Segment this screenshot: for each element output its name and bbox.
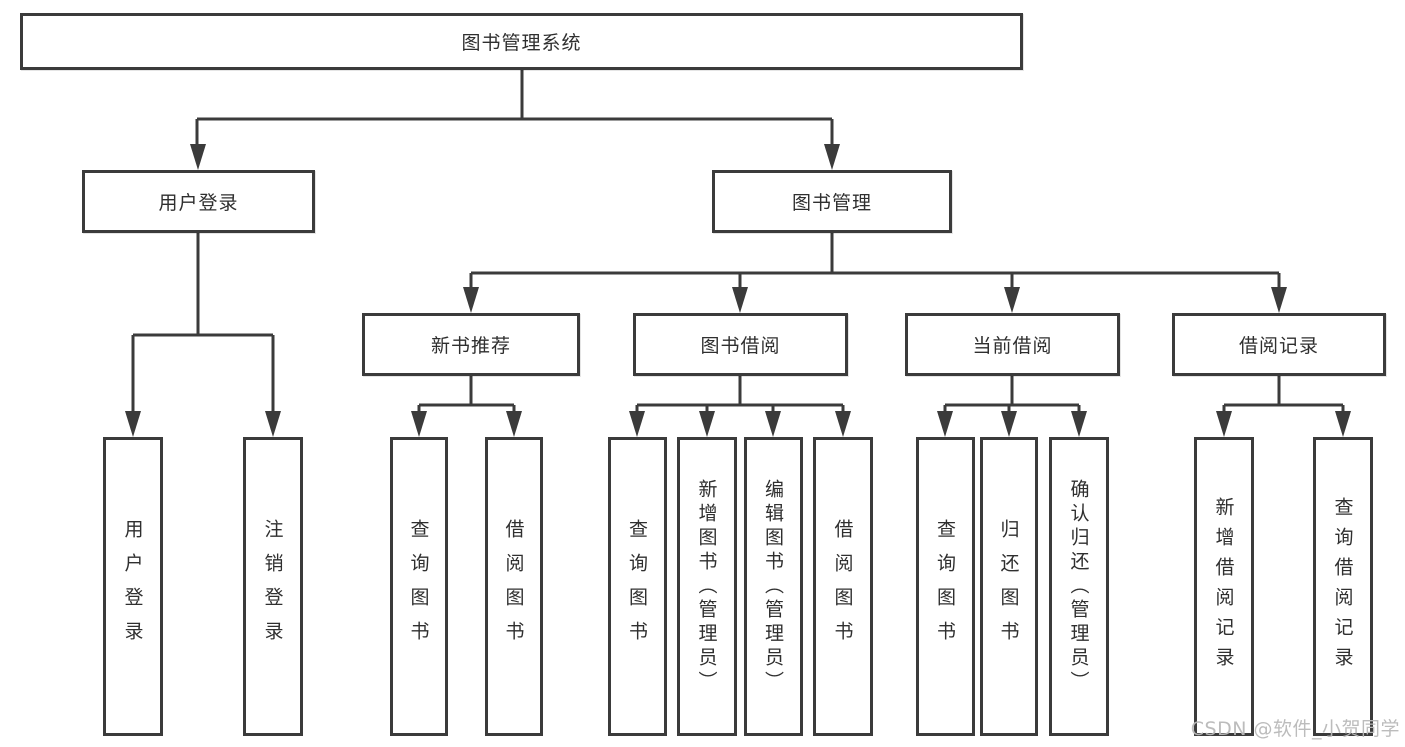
- leaf-borrow-books: 借阅图书: [813, 437, 873, 736]
- node-user-login-label: 用户登录: [158, 192, 239, 214]
- node-book-management: 图书管理: [712, 170, 952, 233]
- leaf-query-books-borrow: 查询图书: [608, 437, 667, 736]
- leaf-confirm-return-admin-label: 确认归还（管理员）: [1067, 478, 1090, 695]
- leaf-borrow-books-recommend-label: 借阅图书: [502, 518, 525, 655]
- node-book-management-label: 图书管理: [791, 192, 872, 214]
- leaf-edit-books-admin-label: 编辑图书（管理员）: [762, 478, 784, 695]
- leaf-query-books-borrow-label: 查询图书: [626, 518, 648, 655]
- leaf-return-books: 归还图书: [980, 437, 1038, 736]
- node-borrow-records-label: 借阅记录: [1238, 335, 1319, 357]
- node-new-book-recommend: 新书推荐: [362, 313, 580, 376]
- leaf-query-books-recommend: 查询图书: [390, 437, 448, 736]
- node-current-borrow: 当前借阅: [905, 313, 1120, 376]
- leaf-user-login: 用户登录: [103, 437, 163, 736]
- leaf-query-books-recommend-label: 查询图书: [407, 518, 430, 655]
- node-root-label: 图书管理系统: [461, 32, 582, 54]
- leaf-query-books-current-label: 查询图书: [934, 518, 956, 655]
- leaf-confirm-return-admin: 确认归还（管理员）: [1049, 437, 1109, 736]
- leaf-logout-label: 注销登录: [261, 518, 284, 655]
- leaf-add-borrow-record-label: 新增借阅记录: [1212, 496, 1235, 677]
- node-root-system: 图书管理系统: [20, 13, 1023, 70]
- leaf-borrow-books-recommend: 借阅图书: [485, 437, 543, 736]
- node-current-borrow-label: 当前借阅: [972, 335, 1053, 357]
- leaf-add-borrow-record: 新增借阅记录: [1194, 437, 1254, 736]
- leaf-return-books-label: 归还图书: [997, 518, 1020, 655]
- leaf-user-login-label: 用户登录: [121, 518, 144, 655]
- arrowhead-icons: [125, 144, 1351, 437]
- leaf-add-books-admin-label: 新增图书（管理员）: [695, 478, 718, 695]
- node-book-borrow: 图书借阅: [633, 313, 848, 376]
- leaf-logout: 注销登录: [243, 437, 303, 736]
- leaf-edit-books-admin: 编辑图书（管理员）: [744, 437, 803, 736]
- leaf-add-books-admin: 新增图书（管理员）: [677, 437, 737, 736]
- node-user-login: 用户登录: [82, 170, 315, 233]
- leaf-borrow-books-label: 借阅图书: [831, 518, 854, 655]
- node-new-book-recommend-label: 新书推荐: [430, 335, 511, 357]
- node-book-borrow-label: 图书借阅: [700, 335, 781, 357]
- node-borrow-records: 借阅记录: [1172, 313, 1386, 376]
- leaf-query-books-current: 查询图书: [916, 437, 975, 736]
- leaf-query-borrow-record-label: 查询借阅记录: [1331, 496, 1354, 677]
- csdn-watermark: CSDN @软件_小贺同学: [1190, 718, 1400, 740]
- leaf-query-borrow-record: 查询借阅记录: [1313, 437, 1373, 736]
